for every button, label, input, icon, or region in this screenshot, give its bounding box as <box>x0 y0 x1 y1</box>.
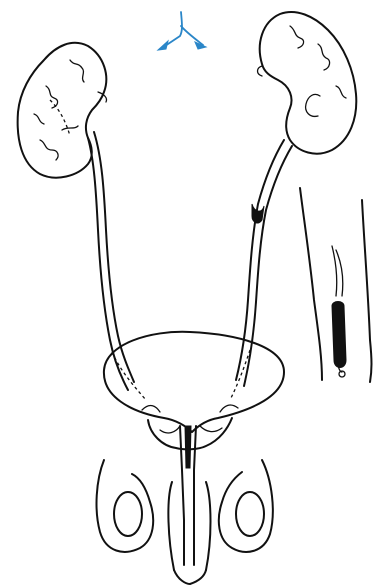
right-testis <box>219 460 273 552</box>
ureter-detail <box>300 188 372 382</box>
right-kidney <box>258 12 357 154</box>
prostate-and-urethra <box>148 418 232 584</box>
left-testis <box>97 460 154 552</box>
up-arrows-icon <box>158 12 206 50</box>
bladder <box>104 332 284 432</box>
right-ureter <box>230 140 292 400</box>
left-ureter <box>88 132 146 400</box>
left-kidney <box>18 43 107 178</box>
